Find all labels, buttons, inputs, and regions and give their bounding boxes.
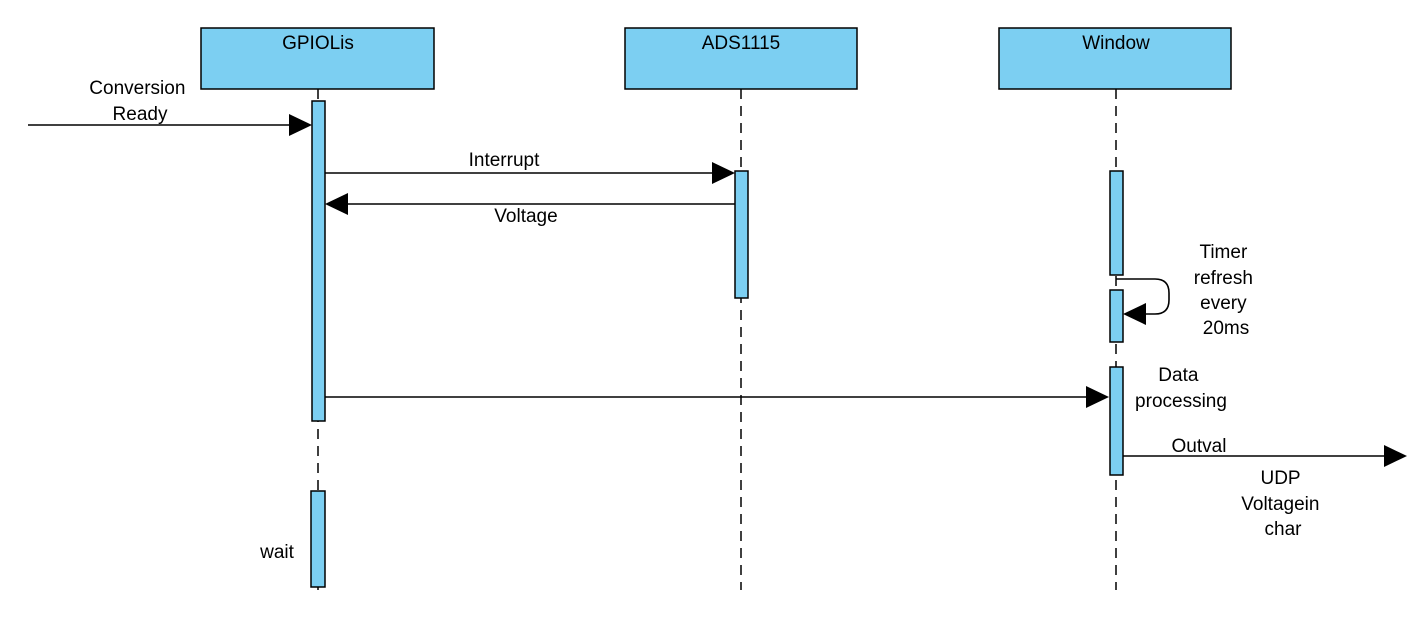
participant-ads1115-label: ADS1115	[702, 33, 781, 54]
message-timer-refresh: Timer refresh every 20ms	[1116, 242, 1258, 339]
message-conversion-ready-label: Conversion Ready	[89, 78, 190, 125]
participant-gpiolis-label: GPIOLis	[282, 33, 354, 54]
message-interrupt: Interrupt	[325, 150, 735, 184]
message-data-processing: Data processing	[325, 365, 1227, 412]
activation-gpiolis-wait	[310, 490, 326, 588]
participant-ads1115: ADS1115	[624, 27, 858, 90]
message-conversion-ready: Conversion Ready	[28, 78, 312, 136]
note-udp-voltagein-char: UDP Voltagein char	[1241, 468, 1324, 540]
message-data-processing-label: Data processing	[1135, 365, 1227, 412]
activation-window-2	[1109, 289, 1124, 343]
message-outval: Outval	[1123, 436, 1407, 467]
activation-gpiolis-main	[311, 100, 326, 422]
message-voltage: Voltage	[325, 193, 735, 227]
activation-ads1115	[734, 170, 749, 299]
message-voltage-label: Voltage	[494, 206, 557, 227]
participant-gpiolis: GPIOLis	[200, 27, 435, 90]
activation-window-3	[1109, 366, 1124, 476]
wait-label: wait	[259, 542, 295, 563]
message-outval-label: Outval	[1172, 436, 1227, 457]
participant-window-label: Window	[1082, 33, 1150, 54]
message-timer-refresh-label: Timer refresh every 20ms	[1194, 242, 1258, 339]
participant-window: Window	[998, 27, 1232, 90]
activation-window-1	[1109, 170, 1124, 276]
message-interrupt-label: Interrupt	[469, 150, 540, 171]
